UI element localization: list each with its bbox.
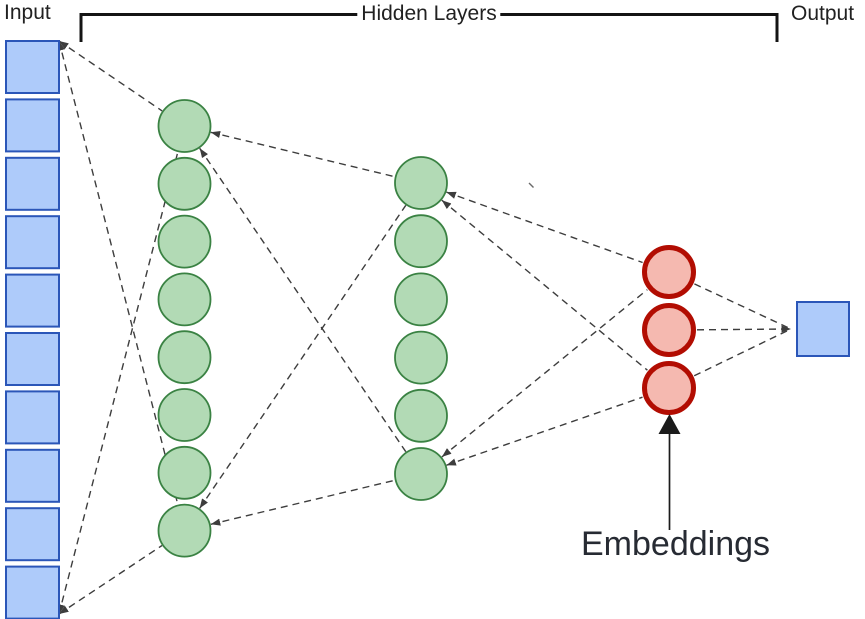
embeddings-label: Embeddings — [581, 525, 771, 563]
connection-line — [696, 325, 792, 333]
output-node — [796, 301, 850, 357]
input-node — [5, 40, 60, 94]
input-label: Input — [4, 1, 51, 24]
hidden-layer-1-node — [157, 330, 212, 385]
hidden-layer-1 — [157, 99, 212, 558]
connection-line — [693, 328, 792, 377]
hidden-layer-1-node — [157, 272, 212, 327]
up-arrow-icon — [658, 414, 681, 530]
input-node — [5, 98, 60, 153]
connection-line — [58, 40, 163, 112]
embeddings-layer-node — [642, 303, 696, 357]
connection-lines — [57, 40, 792, 615]
input-node — [5, 332, 60, 386]
hidden-layer-1-node — [157, 445, 212, 500]
hidden-layer-2-node — [394, 330, 448, 385]
connection-line — [57, 40, 179, 505]
connection-line — [199, 204, 407, 509]
input-node — [5, 273, 60, 328]
hidden-layer-1-node — [157, 99, 212, 153]
input-node — [5, 215, 60, 270]
connection-line — [446, 396, 643, 466]
connection-line — [446, 191, 643, 264]
input-node — [5, 507, 60, 562]
input-node — [5, 565, 60, 619]
hidden-layer-2 — [394, 156, 448, 501]
embeddings-layer — [642, 245, 696, 415]
connection-line — [210, 131, 395, 178]
input-node — [5, 448, 60, 503]
hidden-layer-2-node — [394, 447, 448, 501]
hidden-layer-2-node — [394, 272, 448, 327]
hidden-layer-2-node — [394, 156, 448, 210]
stray-mark — [528, 182, 534, 188]
connection-line — [210, 479, 395, 526]
embeddings-layer-node — [642, 361, 696, 415]
connection-line — [58, 544, 163, 615]
output-label: Output — [791, 2, 855, 25]
hidden-layer-1-node — [157, 388, 212, 442]
connection-line — [441, 289, 648, 458]
hidden-layer-1-node — [157, 503, 212, 558]
input-node — [5, 390, 60, 445]
connection-line — [694, 283, 792, 330]
input-layer — [5, 40, 60, 619]
connection-line — [199, 147, 407, 453]
embeddings-layer-node — [642, 245, 696, 299]
input-node — [5, 156, 60, 211]
hidden-layers-label: Hidden Layers — [357, 2, 501, 26]
hidden-layer-1-node — [157, 156, 212, 211]
hidden-layer-1-node — [157, 214, 212, 269]
hidden-layer-2-node — [394, 214, 448, 269]
connection-line — [57, 151, 179, 615]
hidden-layer-2-node — [394, 388, 448, 443]
connection-line — [441, 199, 648, 371]
